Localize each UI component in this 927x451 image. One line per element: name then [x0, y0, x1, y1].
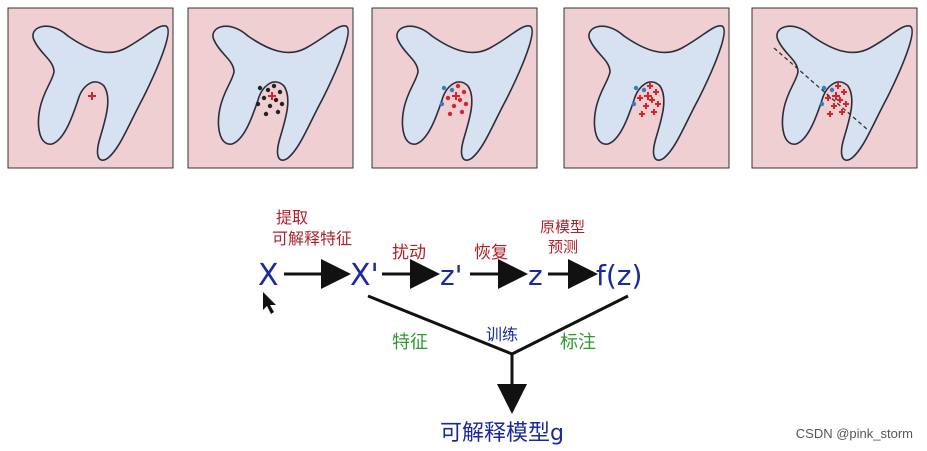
positive-sample — [649, 97, 655, 103]
instance-point — [452, 92, 460, 100]
positive-sample — [457, 97, 463, 103]
positive-sample — [835, 83, 841, 89]
negative-sample — [641, 87, 647, 93]
panel-row — [7, 7, 918, 169]
positive-sample — [455, 83, 461, 89]
perturbed-sample — [263, 111, 269, 117]
negative-sample — [439, 101, 445, 107]
positive-sample — [461, 89, 467, 95]
perturbed-sample — [257, 85, 263, 91]
label-extract-1: 提取 — [276, 208, 308, 227]
instance-point — [644, 92, 652, 100]
label-train: 训练 — [486, 325, 518, 344]
merge-line-left — [367, 294, 513, 356]
panel-4 — [563, 7, 730, 169]
label-annotate: 标注 — [560, 332, 596, 353]
positive-sample — [825, 95, 831, 101]
negative-sample — [631, 101, 637, 107]
positive-sample — [653, 89, 659, 95]
perturbed-sample — [271, 83, 277, 89]
instance-point — [268, 92, 276, 100]
negative-sample — [449, 87, 455, 93]
positive-sample — [655, 101, 661, 107]
panel-5 — [751, 7, 918, 169]
label-extract-2: 可解释特征 — [272, 229, 352, 248]
positive-sample — [647, 83, 653, 89]
symbol-z-prime: z' — [440, 259, 462, 292]
positive-sample — [637, 95, 643, 101]
positive-sample — [831, 103, 837, 109]
symbol-z: z — [528, 259, 543, 292]
result-model-label: 可解释模型g — [440, 421, 564, 446]
perturbed-sample — [261, 95, 267, 101]
positive-sample — [447, 111, 453, 117]
positive-sample — [445, 95, 451, 101]
positive-sample — [463, 101, 469, 107]
label-feature: 特征 — [392, 332, 428, 353]
symbol-fz: f(z) — [596, 259, 642, 292]
negative-sample — [441, 85, 447, 91]
symbol-x-prime: X' — [350, 258, 379, 293]
negative-sample — [821, 85, 827, 91]
perturbed-sample — [267, 103, 273, 109]
positive-sample — [451, 103, 457, 109]
negative-sample — [633, 85, 639, 91]
positive-sample — [643, 103, 649, 109]
positive-sample — [839, 109, 845, 115]
positive-sample — [639, 111, 645, 117]
positive-sample — [459, 109, 465, 115]
panel-3 — [371, 7, 538, 169]
positive-sample — [837, 97, 843, 103]
label-perturb: 扰动 — [392, 243, 426, 263]
positive-sample — [841, 89, 847, 95]
label-orig-model-1: 原模型 — [540, 218, 585, 236]
positive-sample — [651, 109, 657, 115]
perturbed-sample — [273, 97, 279, 103]
negative-sample — [829, 87, 835, 93]
perturbed-sample — [275, 109, 281, 115]
perturbed-sample — [277, 89, 283, 95]
mouse-cursor-icon — [263, 292, 276, 314]
watermark: CSDN @pink_storm — [795, 426, 913, 441]
positive-sample — [827, 111, 833, 117]
label-orig-model-2: 预测 — [548, 238, 578, 256]
positive-sample — [843, 101, 849, 107]
negative-sample — [819, 101, 825, 107]
panel-1 — [7, 7, 174, 169]
perturbed-sample — [265, 87, 271, 93]
perturbed-sample — [255, 101, 261, 107]
perturbed-sample — [279, 101, 285, 107]
flow-diagram: 提取 可解释特征 原模型 预测 扰动 恢复 X X' z' z f(z) 特征 … — [258, 208, 642, 446]
panel-2 — [187, 7, 354, 169]
merge-line-right — [511, 294, 629, 356]
symbol-x: X — [258, 258, 279, 293]
instance-point — [832, 92, 840, 100]
label-restore: 恢复 — [474, 243, 508, 263]
instance-point — [88, 92, 96, 100]
